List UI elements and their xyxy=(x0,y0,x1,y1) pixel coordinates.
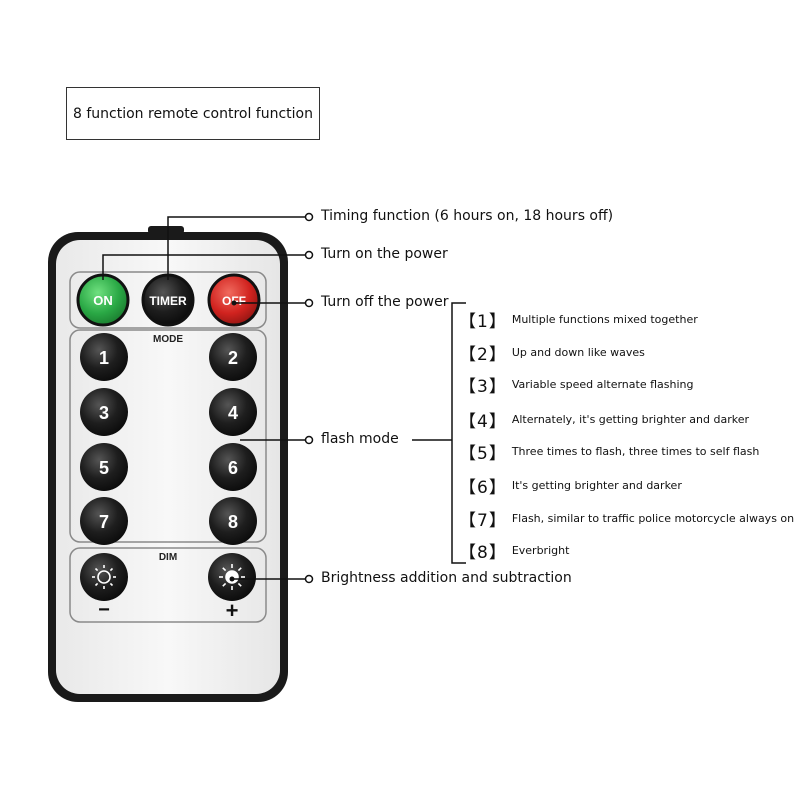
dim-label: DIM xyxy=(159,552,177,563)
leader-lines xyxy=(102,216,466,580)
mode-description: Multiple functions mixed together xyxy=(511,312,698,326)
number-button-4[interactable]: 4 xyxy=(209,388,257,436)
mode-number: 【1】 xyxy=(459,311,507,332)
timing-dot xyxy=(304,212,314,222)
mode-item-6: 【6】 It's getting brighter and darker xyxy=(459,474,682,498)
number-button-6[interactable]: 6 xyxy=(209,443,257,491)
mode-description: Up and down like waves xyxy=(511,345,645,359)
power-off-dot xyxy=(304,298,314,308)
mode-item-4: 【4】 Alternately, it's getting brighter a… xyxy=(459,408,749,432)
mode-number: 【4】 xyxy=(459,411,507,432)
off-button[interactable]: OFF xyxy=(207,273,261,327)
mode-item-3: 【3】 Variable speed alternate flashing xyxy=(459,373,694,397)
brightness-dot xyxy=(304,574,314,584)
number-button-4-label: 4 xyxy=(228,403,238,423)
on-button[interactable]: ON xyxy=(76,273,130,327)
mode-description: Alternately, it's getting brighter and d… xyxy=(511,412,749,426)
number-button-3-label: 3 xyxy=(99,403,109,423)
mode-description: It's getting brighter and darker xyxy=(511,478,682,492)
mode-number: 【2】 xyxy=(459,344,507,365)
dim-panel xyxy=(69,547,267,623)
title-box: 8 function remote control function xyxy=(66,87,320,140)
number-button-8[interactable]: 8 xyxy=(209,497,257,545)
modes-bracket xyxy=(451,302,466,564)
mode-number: 【6】 xyxy=(459,477,507,498)
mode-panel xyxy=(69,329,267,543)
mode-description: Everbright xyxy=(511,543,570,557)
mode-item-2: 【2】 Up and down like waves xyxy=(459,341,645,365)
timing-leader xyxy=(167,216,306,280)
mode-number: 【5】 xyxy=(459,443,507,464)
plus-label: + xyxy=(226,598,239,623)
mode-description: Variable speed alternate flashing xyxy=(511,377,694,391)
mode-item-8: 【8】 Everbright xyxy=(459,539,570,563)
leader-dots xyxy=(304,212,314,584)
timer-button-label: TIMER xyxy=(149,294,187,308)
number-button-2[interactable]: 2 xyxy=(209,333,257,381)
number-button-1[interactable]: 1 xyxy=(80,333,128,381)
mode-label: MODE xyxy=(153,334,183,345)
brightness-down-button[interactable] xyxy=(80,553,128,601)
number-button-7[interactable]: 7 xyxy=(80,497,128,545)
on-button-label: ON xyxy=(93,293,113,308)
mode-item-7: 【7】 Flash, similar to traffic police mot… xyxy=(459,507,795,531)
sun-outline-icon xyxy=(92,565,116,589)
callout-power-on: Turn on the power xyxy=(321,246,448,262)
number-button-6-label: 6 xyxy=(228,458,238,478)
remote-top-notch xyxy=(148,226,184,234)
flash-dot xyxy=(304,435,314,445)
power-on-leader xyxy=(102,254,306,280)
mode-description: Three times to flash, three times to sel… xyxy=(511,444,760,458)
timer-button[interactable]: TIMER xyxy=(141,273,195,327)
mode-number: 【7】 xyxy=(459,510,507,531)
mode-number: 【8】 xyxy=(459,542,507,563)
number-button-7-label: 7 xyxy=(99,512,109,532)
mode-description: Flash, similar to traffic police motorcy… xyxy=(511,511,795,525)
number-button-3[interactable]: 3 xyxy=(80,388,128,436)
callout-flash: flash mode xyxy=(321,431,399,447)
number-button-2-label: 2 xyxy=(228,348,238,368)
mode-item-5: 【5】 Three times to flash, three times to… xyxy=(459,440,760,464)
number-button-5[interactable]: 5 xyxy=(80,443,128,491)
power-on-dot xyxy=(304,250,314,260)
number-button-5-label: 5 xyxy=(99,458,109,478)
minus-label: − xyxy=(98,599,110,621)
number-button-8-label: 8 xyxy=(228,512,238,532)
callout-brightness: Brightness addition and subtraction xyxy=(321,570,572,586)
number-button-1-label: 1 xyxy=(99,348,109,368)
mode-item-1: 【1】 Multiple functions mixed together xyxy=(459,308,698,332)
callout-power-off: Turn off the power xyxy=(321,294,449,310)
brightness-anchor-dot xyxy=(229,576,235,582)
page-title: 8 function remote control function xyxy=(73,105,313,122)
mode-number: 【3】 xyxy=(459,376,507,397)
off-anchor-dot xyxy=(231,300,237,306)
callout-timing: Timing function (6 hours on, 18 hours of… xyxy=(321,208,614,224)
